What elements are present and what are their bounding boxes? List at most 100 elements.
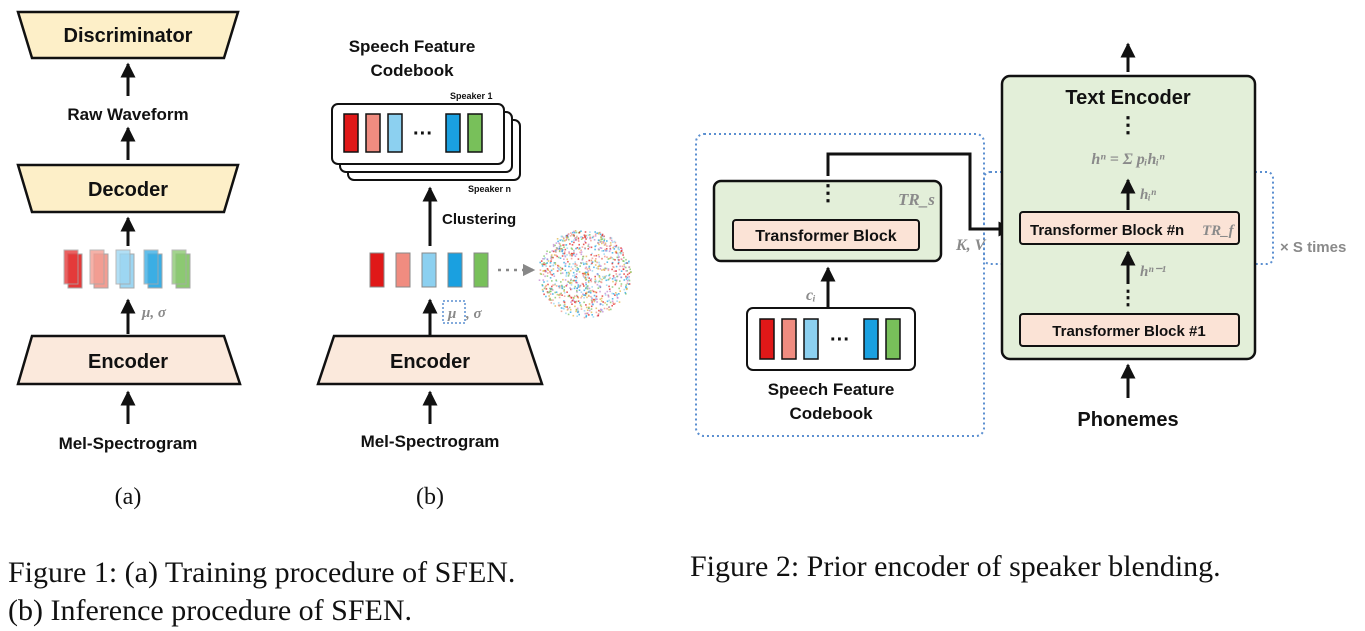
- scatter-dot: [598, 309, 600, 312]
- scatter-dot: [560, 292, 562, 295]
- scatter-dot: [567, 260, 569, 263]
- encoder-label: Encoder: [88, 351, 168, 373]
- scatter-dot: [581, 282, 584, 285]
- scatter-dot: [545, 270, 547, 273]
- scatter-dot: [603, 263, 606, 265]
- scatter-dot: [577, 258, 580, 260]
- scatter-dot: [620, 258, 623, 260]
- scatter-dot: [586, 286, 588, 288]
- scatter-dot: [570, 266, 573, 268]
- scatter-dot: [594, 281, 597, 284]
- scatter-dot: [585, 238, 587, 240]
- scatter-dot: [576, 295, 579, 298]
- scatter-dot: [551, 280, 553, 282]
- scatter-dot: [597, 239, 600, 241]
- scatter-dot: [567, 308, 569, 310]
- scatter-dot: [605, 248, 608, 250]
- scatter-dot: [581, 236, 583, 238]
- scatter-dot: [538, 279, 541, 281]
- scatter-dot: [598, 261, 600, 264]
- scatter-dot: [548, 298, 550, 301]
- scatter-dot: [604, 302, 606, 304]
- codebook-vector-green: [467, 113, 483, 153]
- scatter-dot: [562, 301, 565, 303]
- scatter-dot: [542, 273, 545, 276]
- scatter-dot: [625, 258, 627, 261]
- scatter-dot: [576, 247, 579, 249]
- codebook2-label-line1: Speech Feature: [768, 380, 895, 399]
- scatter-dot: [614, 251, 617, 253]
- scatter-dot: [588, 287, 591, 290]
- scatter-dot: [602, 250, 605, 252]
- scatter-dot: [561, 267, 563, 270]
- scatter-dot: [573, 279, 575, 282]
- scatter-dot: [560, 310, 563, 313]
- scatter-dot: [579, 265, 581, 267]
- scatter-dot: [561, 287, 564, 290]
- scatter-dot: [549, 270, 551, 273]
- discriminator-block: [16, 10, 240, 60]
- scatter-dot: [599, 298, 602, 300]
- scatter-dot: [549, 299, 551, 301]
- scatter-dot: [566, 283, 568, 286]
- scatter-dot: [572, 279, 574, 282]
- scatter-dot: [574, 295, 576, 297]
- scatter-dot: [585, 306, 588, 309]
- scatter-dot: [544, 275, 546, 278]
- scatter-dot: [615, 245, 617, 248]
- scatter-dot: [574, 285, 576, 288]
- scatter-dot: [581, 246, 584, 248]
- scatter-dot: [598, 243, 600, 246]
- scatter-dot: [564, 255, 567, 258]
- scatter-dot: [572, 234, 575, 237]
- scatter-dot: [580, 251, 583, 253]
- scatter-dot: [588, 259, 590, 262]
- scatter-dot: [561, 284, 563, 287]
- scatter-dot: [614, 279, 617, 281]
- scatter-dot: [583, 316, 586, 319]
- scatter-dot: [545, 265, 547, 267]
- latent-vectors: [63, 249, 191, 289]
- scatter-dot: [558, 246, 561, 248]
- scatter-dot: [591, 301, 593, 303]
- scatter-dot: [595, 298, 597, 301]
- clustering-label: Clustering: [442, 211, 516, 228]
- scatter-dot: [568, 294, 571, 297]
- scatter-dot: [590, 308, 593, 310]
- scatter-dot: [611, 286, 614, 288]
- scatter-dot: [549, 262, 552, 264]
- scatter-dot: [580, 253, 583, 256]
- scatter-dot: [558, 294, 560, 296]
- scatter-dot: [562, 278, 564, 281]
- scatter-dot: [563, 308, 565, 310]
- scatter-dot: [608, 309, 610, 311]
- scatter-dot: [618, 268, 621, 271]
- transformer-block-s-label: Transformer Block: [755, 228, 896, 245]
- scatter-dot: [595, 258, 597, 260]
- scatter-dot: [571, 268, 574, 270]
- scatter-dot: [574, 269, 577, 271]
- scatter-dot: [611, 239, 613, 242]
- scatter-dot: [602, 242, 605, 244]
- scatter-dot: [603, 277, 605, 280]
- scatter-dot: [572, 271, 575, 274]
- scatter-dot: [594, 245, 596, 248]
- scatter-dot: [541, 265, 544, 267]
- scatter-dot: [617, 258, 619, 261]
- scatter-dot: [606, 307, 608, 310]
- scatter-dot: [600, 238, 602, 241]
- scatter-dot: [578, 286, 581, 288]
- scatter-dot: [595, 307, 598, 310]
- scatter-dot: [605, 267, 607, 270]
- scatter-dot: [589, 292, 592, 294]
- scatter-dot: [562, 244, 564, 246]
- scatter-dot: [563, 301, 566, 304]
- scatter-dot: [609, 290, 611, 293]
- scatter-dot: [600, 297, 603, 300]
- scatter-dot: [584, 247, 586, 249]
- scatter-dot: [611, 298, 614, 300]
- scatter-dot: [586, 285, 589, 287]
- scatter-dot: [583, 272, 585, 275]
- scatter-dot: [615, 265, 618, 268]
- scatter-dot: [587, 273, 590, 276]
